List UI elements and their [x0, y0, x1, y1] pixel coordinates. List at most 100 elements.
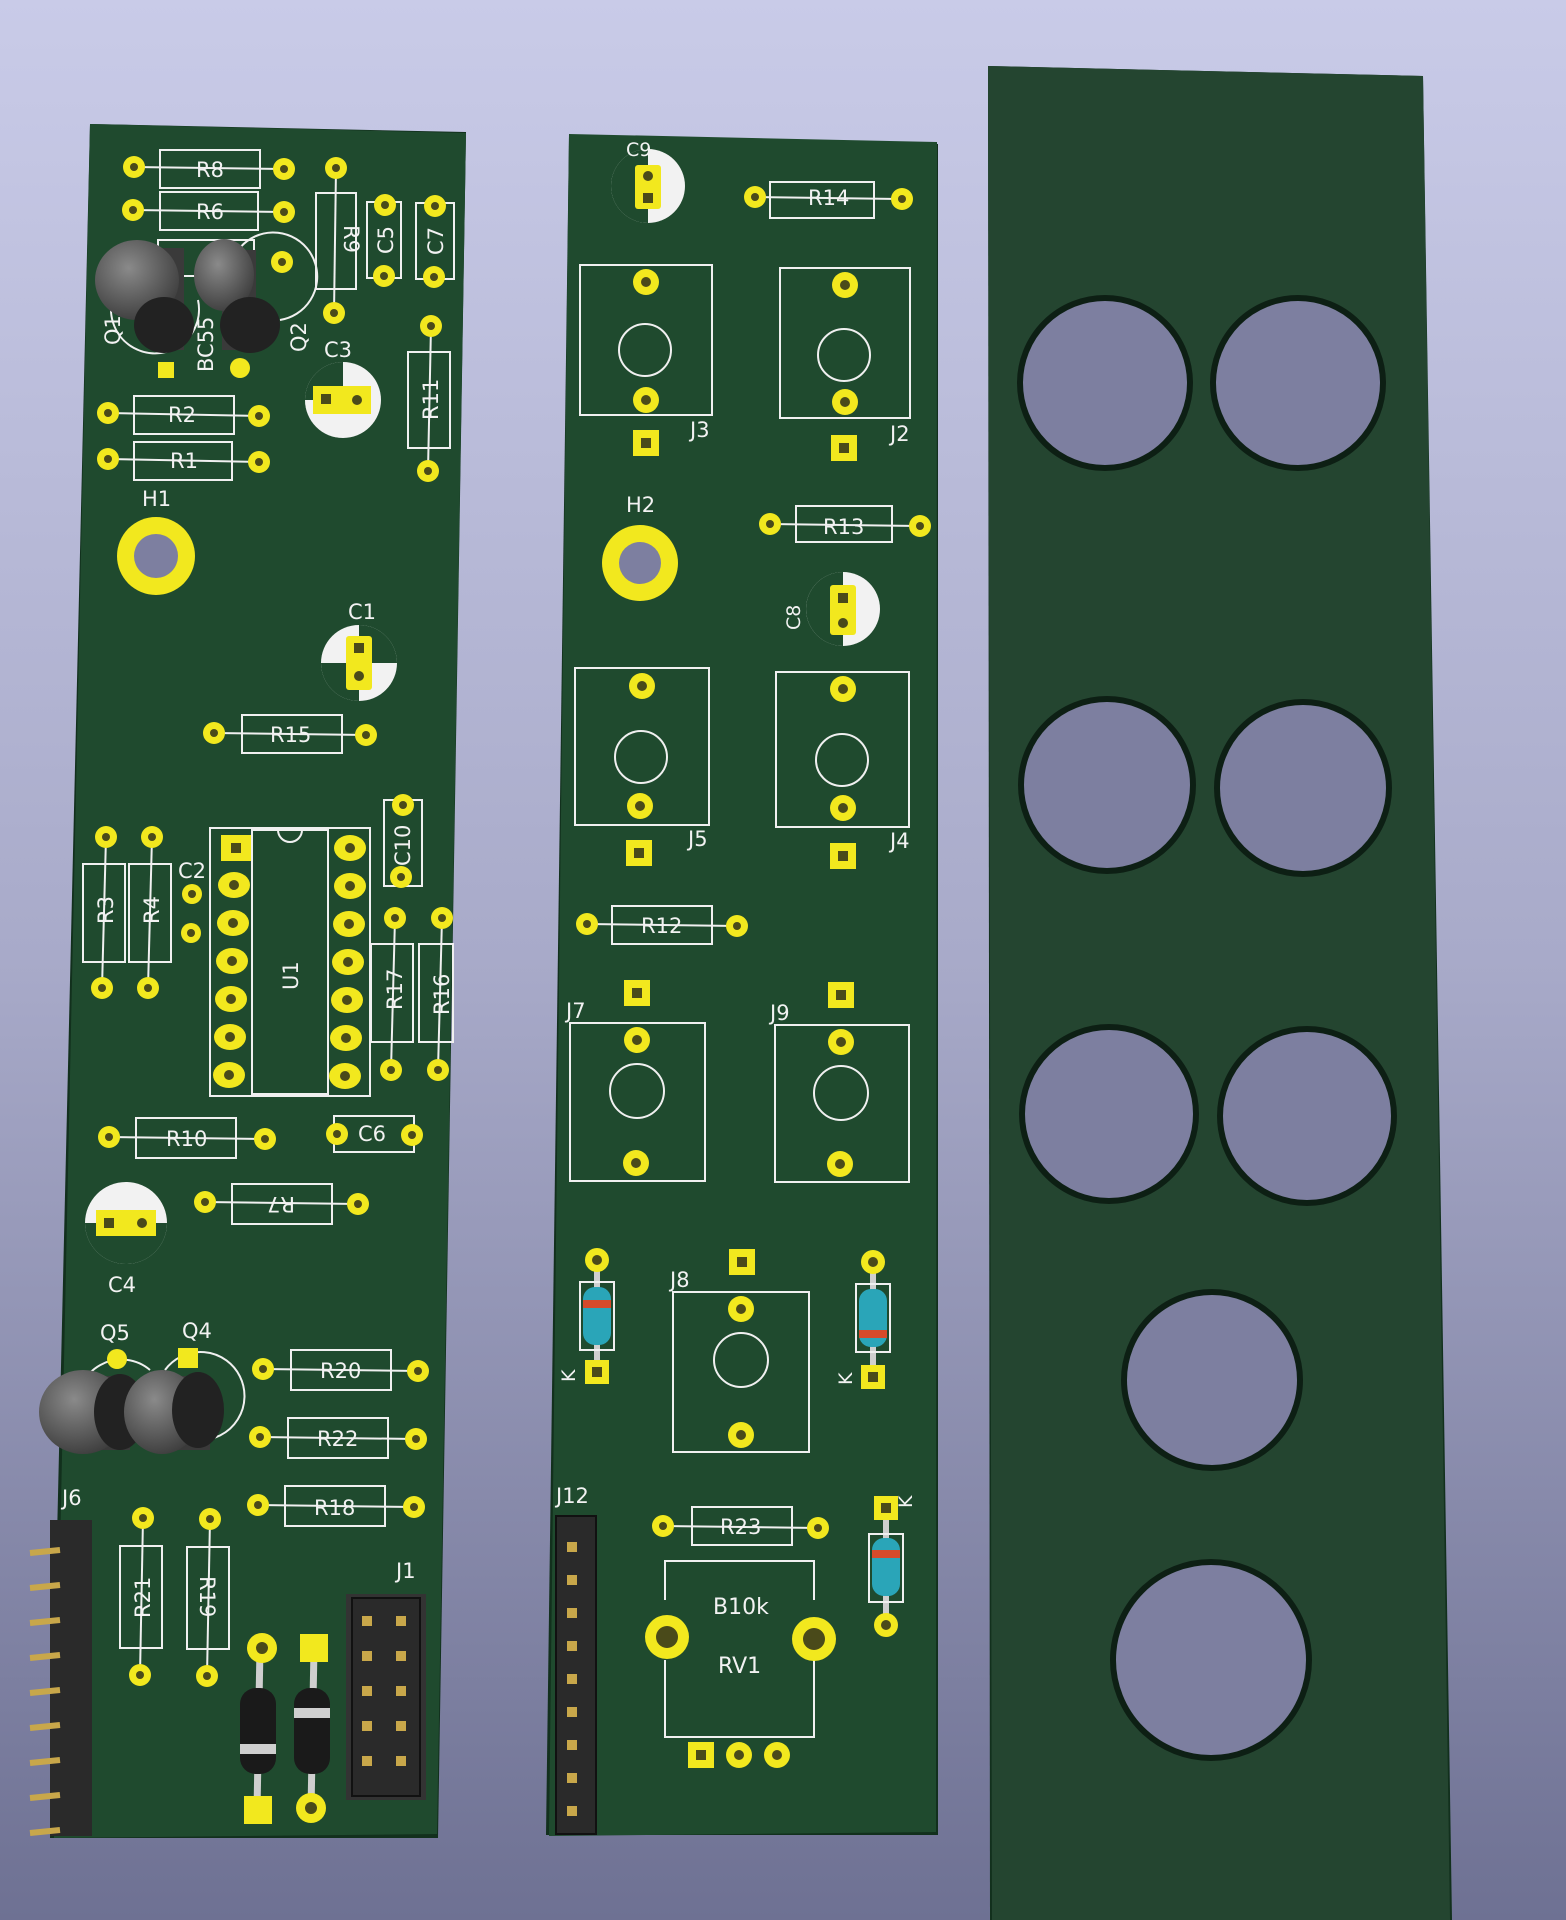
board-middle: C9 R14 J3 J2 [546, 134, 938, 1836]
diode-black-1 [240, 1633, 277, 1824]
ic-u1: U1 [209, 827, 371, 1097]
label-r8: R8 [196, 158, 224, 182]
capacitor-c8: C8 [783, 572, 880, 646]
capacitor-c3: C3 [305, 338, 381, 438]
panel-hole [1019, 1024, 1199, 1204]
resistor-r14: R14 [744, 181, 913, 219]
capacitor-c9: C9 [611, 139, 685, 223]
label-r4: R4 [140, 896, 164, 924]
label-j3: J3 [688, 418, 710, 442]
capacitor-c2: C2 [178, 859, 206, 943]
capacitor-c4: C4 [85, 1182, 167, 1297]
resistor-r11: R11 [407, 315, 451, 482]
diode-left: K [558, 1248, 615, 1384]
label-r1: R1 [170, 449, 198, 473]
resistor-r23: R23 [652, 1506, 829, 1546]
label-r16: R16 [430, 974, 454, 1015]
resistor-r19: R19 [186, 1508, 230, 1687]
label-q2: Q2 [287, 322, 311, 352]
label-c2: C2 [178, 859, 206, 883]
header-j1: J1 [346, 1559, 426, 1800]
label-r14: R14 [808, 186, 849, 210]
label-h1: H1 [142, 487, 171, 511]
capacitor-c7: C7 [415, 195, 455, 288]
label-r19: R19 [195, 1576, 219, 1617]
label-c3: C3 [324, 338, 352, 362]
resistor-r1: R1 [97, 441, 270, 481]
label-j6: J6 [60, 1486, 82, 1510]
label-c7: C7 [424, 227, 448, 255]
resistor-r15: R15 [203, 714, 377, 754]
label-r23: R23 [720, 1515, 761, 1539]
board-left: R8 R6 R9 C5 [29, 124, 466, 1838]
label-r15: R15 [270, 723, 311, 747]
label-h2: H2 [626, 493, 655, 517]
label-j8: J8 [668, 1268, 690, 1292]
jack-outline-j4 [775, 671, 910, 828]
label-r2: R2 [168, 403, 196, 427]
panel-hole [1110, 1559, 1312, 1761]
label-r3: R3 [94, 896, 118, 924]
label-q4: Q4 [182, 1319, 212, 1343]
diode-right: K [835, 1250, 891, 1389]
panel-hole [1214, 699, 1392, 877]
label-j5: J5 [686, 827, 708, 851]
label-r20: R20 [320, 1359, 361, 1383]
label-r13: R13 [823, 515, 864, 539]
mounting-hole-h2: H2 [602, 493, 678, 601]
diode-k-mark: K [895, 1495, 917, 1508]
label-r18: R18 [314, 1496, 355, 1520]
panel-hole [1017, 295, 1193, 471]
jack-j8: J8 [668, 1249, 810, 1453]
label-r11: R11 [419, 379, 443, 420]
label-c8: C8 [783, 605, 805, 630]
transistor-q1: Q1 [95, 240, 200, 378]
pot-ref: RV1 [718, 1654, 761, 1679]
label-c5: C5 [374, 226, 398, 254]
jack-outline-j5 [574, 667, 710, 826]
jack-ring-j5 [614, 730, 668, 784]
diode-black-2 [294, 1634, 330, 1823]
jack-outline-j2 [779, 267, 911, 419]
label-j2: J2 [888, 422, 910, 446]
resistor-r7: R7 [194, 1183, 369, 1225]
resistor-r6: R6 [122, 191, 295, 231]
panel-hole [1210, 295, 1386, 471]
panel-hole [1121, 1289, 1303, 1471]
label-r9: R9 [339, 225, 363, 253]
jack-outline-j7 [569, 1022, 706, 1182]
label-j9: J9 [768, 1001, 790, 1025]
resistor-r3: R3 [82, 826, 126, 999]
resistor-r2: R2 [97, 395, 270, 435]
resistor-r10: R10 [98, 1117, 276, 1159]
capacitor-c1: C1 [321, 600, 397, 701]
potentiometer-rv1: B10k RV1 [645, 1560, 836, 1768]
resistor-r4: R4 [128, 826, 172, 999]
label-j1: J1 [394, 1559, 416, 1583]
label-j12: J12 [554, 1484, 589, 1508]
label-r12: R12 [641, 914, 682, 938]
label-u1: U1 [279, 961, 303, 990]
jack-ring-j9 [813, 1065, 869, 1121]
capacitor-c5: C5 [366, 194, 402, 287]
label-q5: Q5 [100, 1321, 130, 1345]
diode-k-mark: K [835, 1372, 857, 1385]
jack-ring-j7 [609, 1063, 665, 1119]
label-r7: R7 [267, 1192, 295, 1216]
resistor-r9: R9 [315, 157, 363, 324]
capacitor-c6: C6 [326, 1115, 423, 1153]
label-c9: C9 [626, 139, 651, 161]
panel-hole [1217, 1026, 1397, 1206]
label-c6: C6 [358, 1122, 386, 1146]
mounting-hole-h1: H1 [117, 487, 195, 595]
panel-face [988, 66, 1450, 1920]
label-r6: R6 [196, 200, 224, 224]
resistor-r21: R21 [119, 1507, 163, 1686]
label-c1: C1 [348, 600, 376, 624]
label-r17: R17 [383, 969, 407, 1010]
label-q1: Q1 [101, 315, 125, 345]
resistor-r20: R20 [252, 1349, 429, 1391]
label-r10: R10 [166, 1127, 207, 1151]
transistor-part-label: BC55 [194, 317, 218, 372]
